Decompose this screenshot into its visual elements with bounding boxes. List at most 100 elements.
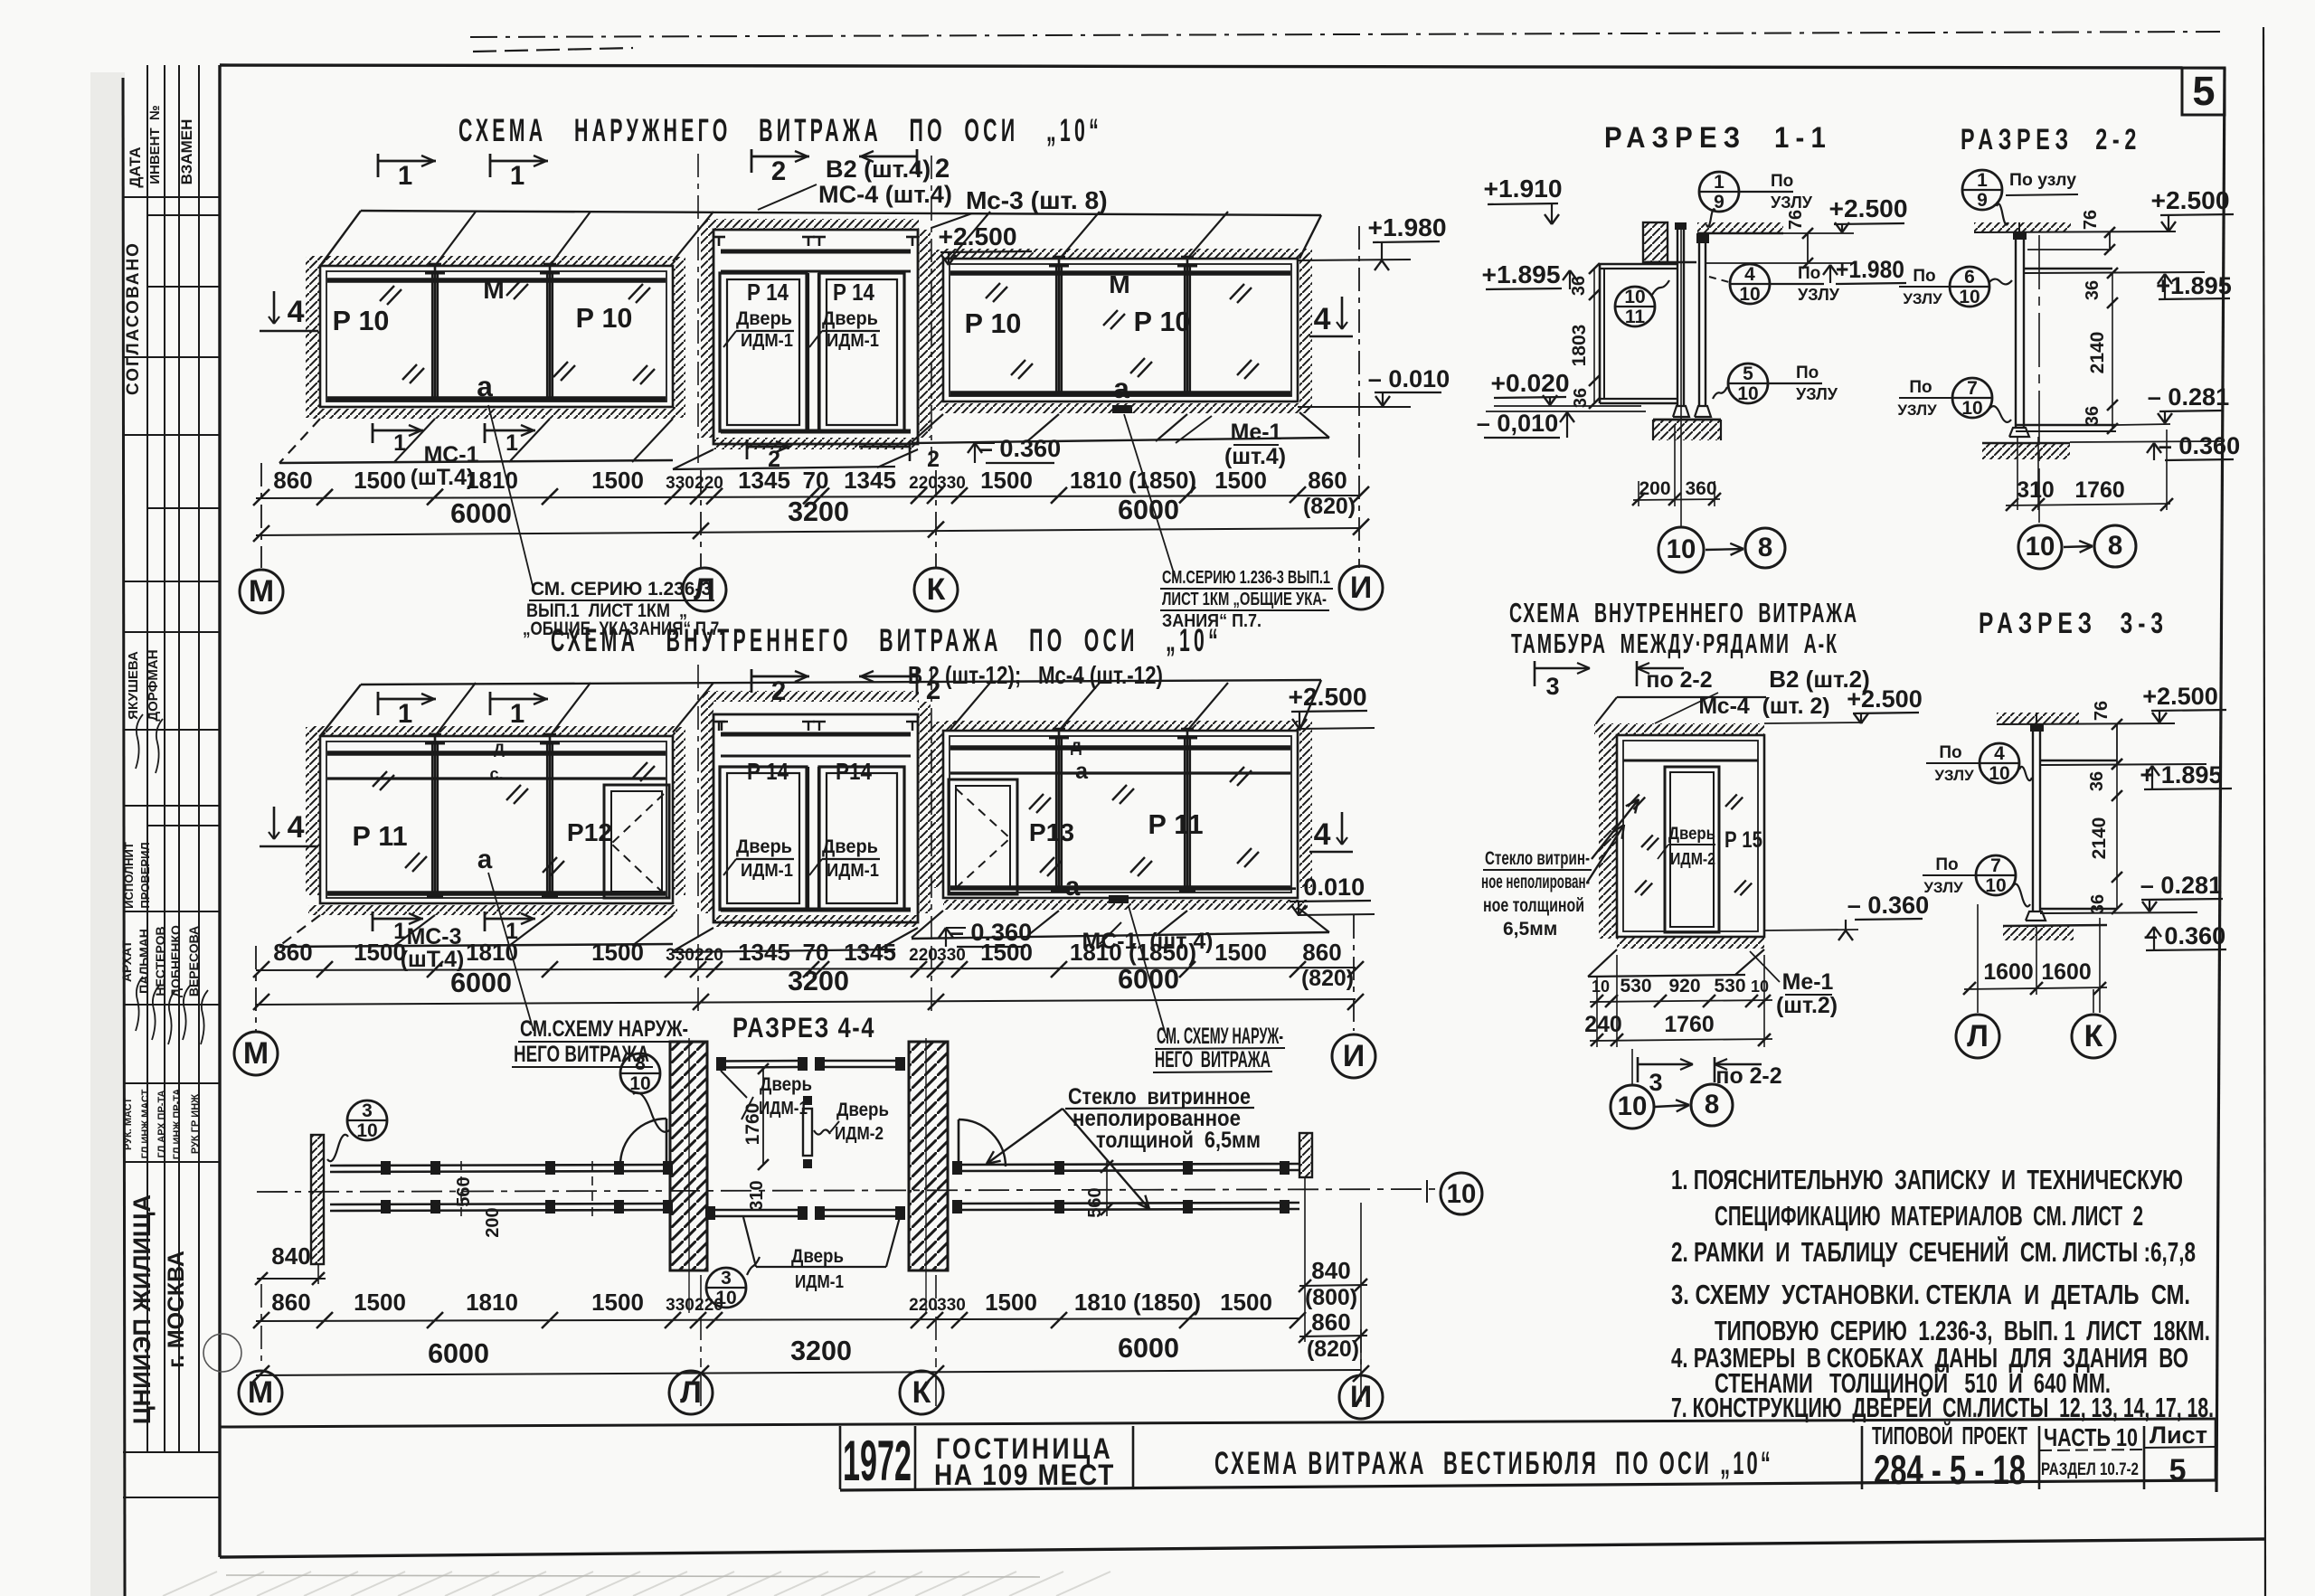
svg-text:И: И	[1350, 571, 1372, 605]
svg-text:МС-1 (шт 4): МС-1 (шт 4)	[1082, 929, 1214, 954]
svg-text:СХЕМА ВИТРАЖА ВЕСТИБЮЛЯ ПО О: СХЕМА ВИТРАЖА ВЕСТИБЮЛЯ ПО ОСИ „10“	[1214, 1446, 1773, 1481]
svg-text:360: 360	[1685, 478, 1716, 499]
svg-text:8: 8	[1758, 533, 1772, 562]
svg-text:И: И	[1350, 1380, 1372, 1414]
svg-text:Р 10: Р 10	[965, 308, 1022, 339]
svg-text:10: 10	[1592, 977, 1610, 996]
svg-text:4: 4	[1314, 817, 1331, 852]
svg-text:1500: 1500	[354, 467, 406, 494]
svg-text:1500: 1500	[354, 1289, 406, 1316]
svg-text:3200: 3200	[788, 496, 849, 527]
svg-text:70: 70	[803, 467, 829, 494]
svg-text:1: 1	[1714, 172, 1724, 193]
svg-text:2: 2	[768, 447, 780, 472]
svg-text:По: По	[1935, 855, 1958, 874]
svg-text:а: а	[1075, 759, 1088, 784]
svg-text:Дверь: Дверь	[791, 1246, 844, 1267]
svg-text:1500: 1500	[1214, 467, 1267, 494]
svg-text:200: 200	[1639, 478, 1670, 499]
svg-text:УЗЛУ: УЗЛУ	[1934, 767, 1974, 784]
svg-text:УЗЛУ: УЗЛУ	[1903, 290, 1942, 307]
svg-text:240: 240	[1584, 1012, 1622, 1037]
svg-text:1: 1	[393, 430, 406, 456]
svg-text:5: 5	[2192, 68, 2215, 114]
svg-text:330: 330	[666, 1296, 694, 1315]
svg-text:а: а	[1065, 872, 1081, 902]
svg-text:В2 (шт.4): В2 (шт.4)	[826, 155, 931, 183]
svg-text:ДОБНЕНКО: ДОБНЕНКО	[168, 925, 183, 997]
svg-text:Лист: Лист	[2150, 1421, 2207, 1449]
svg-text:7: 7	[1967, 378, 1978, 399]
svg-text:7. КОНСТРУКЦИЮ ДВЕРЕЙ СМ.ЛИС: 7. КОНСТРУКЦИЮ ДВЕРЕЙ СМ.ЛИСТЫ 12, 13, 1…	[1671, 1391, 2214, 1423]
svg-text:(820): (820)	[1301, 966, 1354, 991]
svg-text:840: 840	[271, 1242, 310, 1270]
svg-text:ДОРФМАН: ДОРФМАН	[146, 649, 161, 721]
svg-text:310: 310	[2017, 477, 2055, 503]
svg-text:6000: 6000	[450, 968, 512, 998]
svg-text:560: 560	[454, 1176, 474, 1206]
svg-text:АРХАТ: АРХАТ	[119, 940, 134, 982]
svg-text:НЕГО ВИТРАЖА: НЕГО ВИТРАЖА	[1155, 1047, 1271, 1072]
svg-text:(шт.2): (шт.2)	[1776, 993, 1838, 1018]
svg-text:УЗЛУ: УЗЛУ	[1923, 879, 1963, 896]
svg-text:д: д	[494, 739, 505, 758]
svg-text:3200: 3200	[788, 966, 849, 996]
svg-text:– 0.281: – 0.281	[2148, 382, 2229, 411]
svg-text:По: По	[1771, 172, 1793, 191]
svg-text:Стекло витрин-: Стекло витрин-	[1485, 848, 1590, 869]
svg-text:а: а	[477, 370, 493, 402]
svg-text:Л: Л	[680, 1375, 702, 1410]
svg-text:Дверь: Дверь	[1668, 825, 1715, 844]
svg-text:По: По	[1913, 267, 1935, 286]
svg-text:ВЗАМЕН: ВЗАМЕН	[178, 119, 195, 185]
svg-text:Р 10: Р 10	[576, 303, 633, 334]
svg-text:220: 220	[909, 946, 938, 965]
svg-text:36: 36	[2088, 894, 2108, 914]
svg-text:330: 330	[666, 946, 694, 965]
svg-text:9: 9	[1714, 192, 1724, 212]
svg-text:+1.895: +1.895	[1482, 260, 1561, 288]
svg-text:1: 1	[510, 699, 524, 729]
svg-text:1: 1	[398, 699, 412, 729]
svg-text:(820): (820)	[1303, 494, 1356, 519]
svg-text:ГОСТИНИЦА: ГОСТИНИЦА	[936, 1431, 1113, 1465]
svg-text:+2.500: +2.500	[2142, 682, 2218, 710]
svg-text:(шТ.4): (шТ.4)	[411, 465, 474, 490]
svg-text:5: 5	[1743, 364, 1753, 384]
svg-text:530: 530	[1620, 976, 1651, 996]
svg-text:1760: 1760	[742, 1103, 763, 1146]
svg-text:860: 860	[273, 467, 312, 494]
svg-text:Дверь: Дверь	[760, 1074, 812, 1095]
svg-text:3: 3	[721, 1268, 732, 1289]
svg-text:ТИПОВОЙ ПРОЕКТ: ТИПОВОЙ ПРОЕКТ	[1872, 1421, 2027, 1450]
svg-text:СТЕНАМИ ТОЛЩИНОЙ 510 И 6: СТЕНАМИ ТОЛЩИНОЙ 510 И 640 ММ.	[1715, 1366, 2111, 1399]
svg-text:1810 (1850): 1810 (1850)	[1070, 939, 1196, 966]
svg-text:с.: с.	[489, 765, 503, 783]
svg-text:+1.980: +1.980	[1368, 212, 1447, 241]
svg-text:76: 76	[2092, 701, 2112, 721]
svg-text:10: 10	[1447, 1179, 1477, 1209]
svg-text:МС-4 (шт.4): МС-4 (шт.4)	[818, 180, 952, 208]
svg-text:СХЕМА ВНУТРЕННЕГО ВИТРАЖА: СХЕМА ВНУТРЕННЕГО ВИТРАЖА ПО ОСИ „10“	[551, 623, 1222, 658]
svg-text:СПЕЦИФИКАЦИЮ МАТЕРИАЛОВ СМ.: СПЕЦИФИКАЦИЮ МАТЕРИАЛОВ СМ. ЛИСТ 2	[1715, 1201, 2143, 1232]
svg-text:8: 8	[1705, 1090, 1719, 1119]
svg-text:1. ПОЯСНИТЕЛЬНУЮ ЗАПИСКУ И: 1. ПОЯСНИТЕЛЬНУЮ ЗАПИСКУ И ТЕХНИЧЕСКУЮ	[1671, 1165, 2183, 1195]
svg-text:неполированное: неполированное	[1072, 1106, 1241, 1131]
svg-text:1: 1	[1977, 170, 1988, 191]
svg-text:1803: 1803	[1569, 325, 1590, 367]
svg-text:1810: 1810	[466, 939, 518, 966]
svg-text:СХЕМА НАРУЖНЕГО ВИТРАЖА: СХЕМА НАРУЖНЕГО ВИТРАЖА ПО ОСИ „10“	[458, 113, 1102, 148]
svg-text:М: М	[243, 1036, 269, 1071]
svg-text:ГЛ.ИНЖ.МАСТ: ГЛ.ИНЖ.МАСТ	[140, 1089, 151, 1158]
svg-text:ЛИСТ 1КМ „ОБЩИЕ УКА-: ЛИСТ 1КМ „ОБЩИЕ УКА-	[1162, 590, 1327, 609]
svg-text:5: 5	[2169, 1453, 2187, 1487]
svg-text:36: 36	[1571, 388, 1591, 408]
svg-text:920: 920	[1668, 976, 1700, 996]
svg-text:1: 1	[393, 919, 406, 944]
svg-text:Дверь: Дверь	[822, 308, 878, 329]
svg-text:3: 3	[1649, 1068, 1662, 1096]
svg-text:1810: 1810	[466, 1289, 518, 1316]
svg-text:– 0.010: – 0.010	[1368, 364, 1450, 392]
svg-text:10: 10	[356, 1120, 377, 1141]
svg-text:Дверь: Дверь	[736, 836, 792, 857]
